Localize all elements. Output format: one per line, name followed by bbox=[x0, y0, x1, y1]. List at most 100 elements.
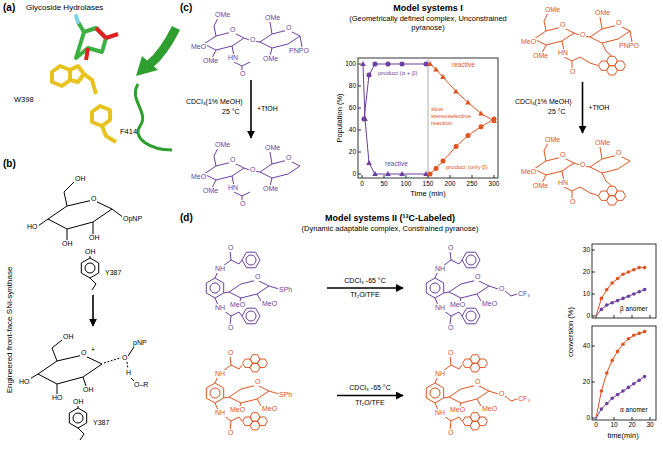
atom-label: O bbox=[447, 429, 454, 437]
tick-label: 150 bbox=[423, 180, 434, 187]
atom-label: NH bbox=[214, 304, 226, 312]
atom-label: OpNP bbox=[122, 215, 143, 223]
atom-label: OMe bbox=[594, 139, 611, 147]
residue-label: F414 bbox=[120, 128, 137, 137]
reaction-arrow bbox=[92, 295, 94, 326]
xyloside-structure bbox=[206, 251, 269, 325]
atom-label: OMe bbox=[532, 52, 549, 60]
protein-structure-render bbox=[76, 28, 106, 58]
atom-label: O bbox=[447, 324, 454, 332]
tick-label: 80 bbox=[336, 82, 356, 89]
panel-heading: Glycoside Hydrolases bbox=[26, 3, 103, 12]
xyloside-structure bbox=[489, 391, 517, 401]
disaccharide-structure bbox=[196, 148, 300, 202]
tick-label: 100 bbox=[401, 180, 412, 187]
data-markers bbox=[466, 133, 471, 138]
data-markers bbox=[610, 396, 614, 400]
atom-label: OH bbox=[72, 398, 85, 406]
molecule-structure: ONHOOCF₃MeOMeONHO bbox=[405, 238, 550, 338]
data-markers bbox=[616, 299, 620, 303]
tick-label: 20 bbox=[570, 378, 590, 385]
atom-label: O bbox=[254, 273, 261, 281]
atom-label: O bbox=[249, 36, 256, 44]
atom-label: O bbox=[579, 161, 586, 169]
glucoside-structure bbox=[85, 263, 95, 273]
atom-label: O bbox=[615, 149, 622, 157]
data-markers bbox=[621, 272, 625, 276]
protein-structure-render bbox=[84, 74, 96, 94]
tick-label: 200 bbox=[445, 180, 456, 187]
data-markers bbox=[360, 61, 646, 411]
molecule-structure: ONHOOCF₃MeOMeONHO bbox=[405, 343, 555, 448]
data-markers bbox=[637, 266, 641, 270]
atom-label: O bbox=[498, 390, 505, 398]
xyloside-structure bbox=[426, 251, 489, 325]
side-caption: Engineered front-face SNi-synthase bbox=[5, 267, 14, 394]
disaccharide-structure bbox=[526, 13, 632, 75]
disaccharide-structure bbox=[196, 148, 300, 188]
panel-letter: (b) bbox=[3, 158, 16, 170]
data-markers bbox=[400, 62, 405, 67]
xyloside-structure bbox=[463, 413, 488, 430]
xyloside-structure bbox=[426, 355, 517, 430]
atom-label: O bbox=[447, 349, 454, 357]
atom-label: OH bbox=[74, 175, 87, 183]
series-label: product (α + β) bbox=[378, 70, 417, 77]
atom-label: Y387 bbox=[104, 269, 122, 277]
series-label: product (only β) bbox=[446, 164, 488, 171]
molecule-structure: ONHOSPhMeOMeONHO bbox=[185, 343, 335, 448]
atom-label: MeO bbox=[481, 300, 498, 308]
tick-label: 40 bbox=[570, 342, 590, 349]
data-markers bbox=[637, 378, 641, 382]
xyloside-structure bbox=[426, 251, 517, 325]
atom-label: NH bbox=[434, 409, 446, 417]
panel-subheading: (Geometrically defined complex, Unconstr… bbox=[348, 15, 508, 32]
data-series bbox=[430, 64, 494, 121]
tick-label: 30 bbox=[570, 246, 590, 253]
data-markers bbox=[610, 281, 614, 285]
panel-heading: Model systems I bbox=[393, 3, 463, 13]
protein-structure-render bbox=[86, 48, 88, 60]
molecule-structure: OMeMeOOMeOHNOOOOMePNPO bbox=[520, 5, 645, 80]
tick-label: 250 bbox=[467, 180, 478, 187]
atom-label: OMe bbox=[264, 144, 281, 152]
atom-label: O bbox=[447, 244, 454, 252]
xyloside-structure bbox=[243, 413, 268, 430]
atom-label: O bbox=[254, 378, 261, 386]
arrow-label: +TfOH bbox=[588, 104, 611, 112]
condition-label: CDCl₃(1% MeOH) bbox=[515, 98, 572, 106]
condition-label: 25 °C bbox=[222, 108, 240, 116]
tick-label: 20 bbox=[570, 268, 590, 275]
atom-label: HN bbox=[557, 49, 569, 57]
xyloside-structure bbox=[242, 252, 260, 268]
atom-label: O bbox=[227, 324, 234, 332]
data-markers bbox=[479, 124, 484, 129]
tick-label: 0 bbox=[594, 421, 598, 428]
glucoside-structure bbox=[38, 182, 124, 290]
atom-label: OH bbox=[82, 386, 95, 394]
data-markers bbox=[492, 117, 497, 122]
atom-label: OMe bbox=[202, 187, 219, 195]
atom-label: HN bbox=[227, 54, 239, 62]
chart-axes bbox=[358, 64, 361, 174]
atom-label: O bbox=[285, 24, 292, 32]
tick-label: 0 bbox=[360, 180, 364, 187]
atom-label: MeO bbox=[261, 405, 278, 413]
tick-label: 10 bbox=[570, 290, 590, 297]
data-markers bbox=[627, 386, 631, 390]
atom-label: OMe bbox=[262, 55, 279, 63]
data-markers bbox=[600, 407, 604, 411]
atom-label: O bbox=[579, 31, 586, 39]
data-markers bbox=[605, 402, 609, 406]
atom-label: OMe bbox=[202, 57, 219, 65]
data-markers bbox=[428, 172, 433, 177]
tick-label: 20 bbox=[628, 421, 635, 428]
data-markers bbox=[360, 61, 366, 66]
atom-label: MeO bbox=[229, 406, 246, 414]
data-markers bbox=[453, 89, 459, 94]
protein-structure-render bbox=[92, 106, 110, 126]
data-markers bbox=[465, 100, 471, 105]
data-markers bbox=[372, 171, 378, 176]
data-markers bbox=[600, 308, 604, 312]
tick-label: 10 bbox=[610, 421, 617, 428]
